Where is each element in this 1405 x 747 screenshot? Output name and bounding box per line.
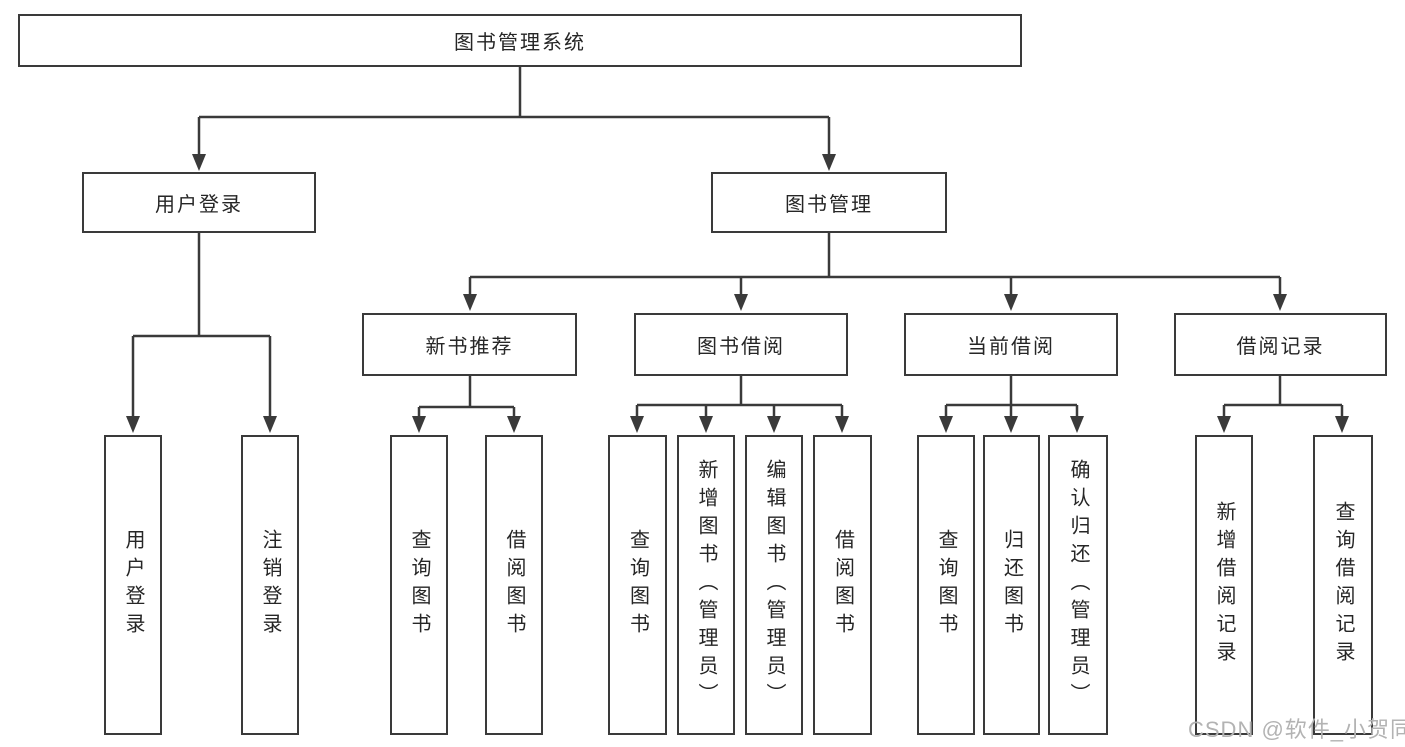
- leaf-borrow-books: 借阅图书: [813, 435, 872, 735]
- connector-root-to-level2: [197, 67, 831, 158]
- leaf-query-borrow-record: 查询借阅记录: [1313, 435, 1373, 735]
- connector-current-borrow-to-leaves: [944, 376, 1079, 420]
- leaf-add-books-admin: 新增图书（管理员）: [677, 435, 735, 735]
- csdn-watermark: CSDN @软件_小贺同学: [1188, 717, 1405, 742]
- node-new-book-recommend: 新书推荐: [362, 313, 577, 376]
- node-book-management: 图书管理: [711, 172, 947, 233]
- leaf-return-books: 归还图书: [983, 435, 1040, 735]
- leaf-user-login: 用户登录: [104, 435, 162, 735]
- connector-book-management-to-level3: [468, 233, 1282, 298]
- leaf-confirm-return-admin: 确认归还（管理员）: [1048, 435, 1108, 735]
- connector-user-login-to-leaves: [131, 233, 272, 420]
- leaf-query-books-current: 查询图书: [917, 435, 975, 735]
- leaf-query-books-recommend: 查询图书: [390, 435, 448, 735]
- leaf-add-borrow-record: 新增借阅记录: [1195, 435, 1253, 735]
- connector-borrow-record-to-leaves: [1222, 376, 1344, 420]
- node-current-borrowing: 当前借阅: [904, 313, 1118, 376]
- leaf-query-books-borrow: 查询图书: [608, 435, 667, 735]
- node-borrowing-records: 借阅记录: [1174, 313, 1387, 376]
- leaf-borrow-books-recommend: 借阅图书: [485, 435, 543, 735]
- node-root: 图书管理系统: [18, 14, 1022, 67]
- node-user-login: 用户登录: [82, 172, 316, 233]
- connector-book-borrow-to-leaves: [635, 376, 844, 420]
- leaf-edit-books-admin: 编辑图书（管理员）: [745, 435, 803, 735]
- node-book-borrowing: 图书借阅: [634, 313, 848, 376]
- leaf-logout: 注销登录: [241, 435, 299, 735]
- connector-new-book-to-leaves: [417, 376, 516, 420]
